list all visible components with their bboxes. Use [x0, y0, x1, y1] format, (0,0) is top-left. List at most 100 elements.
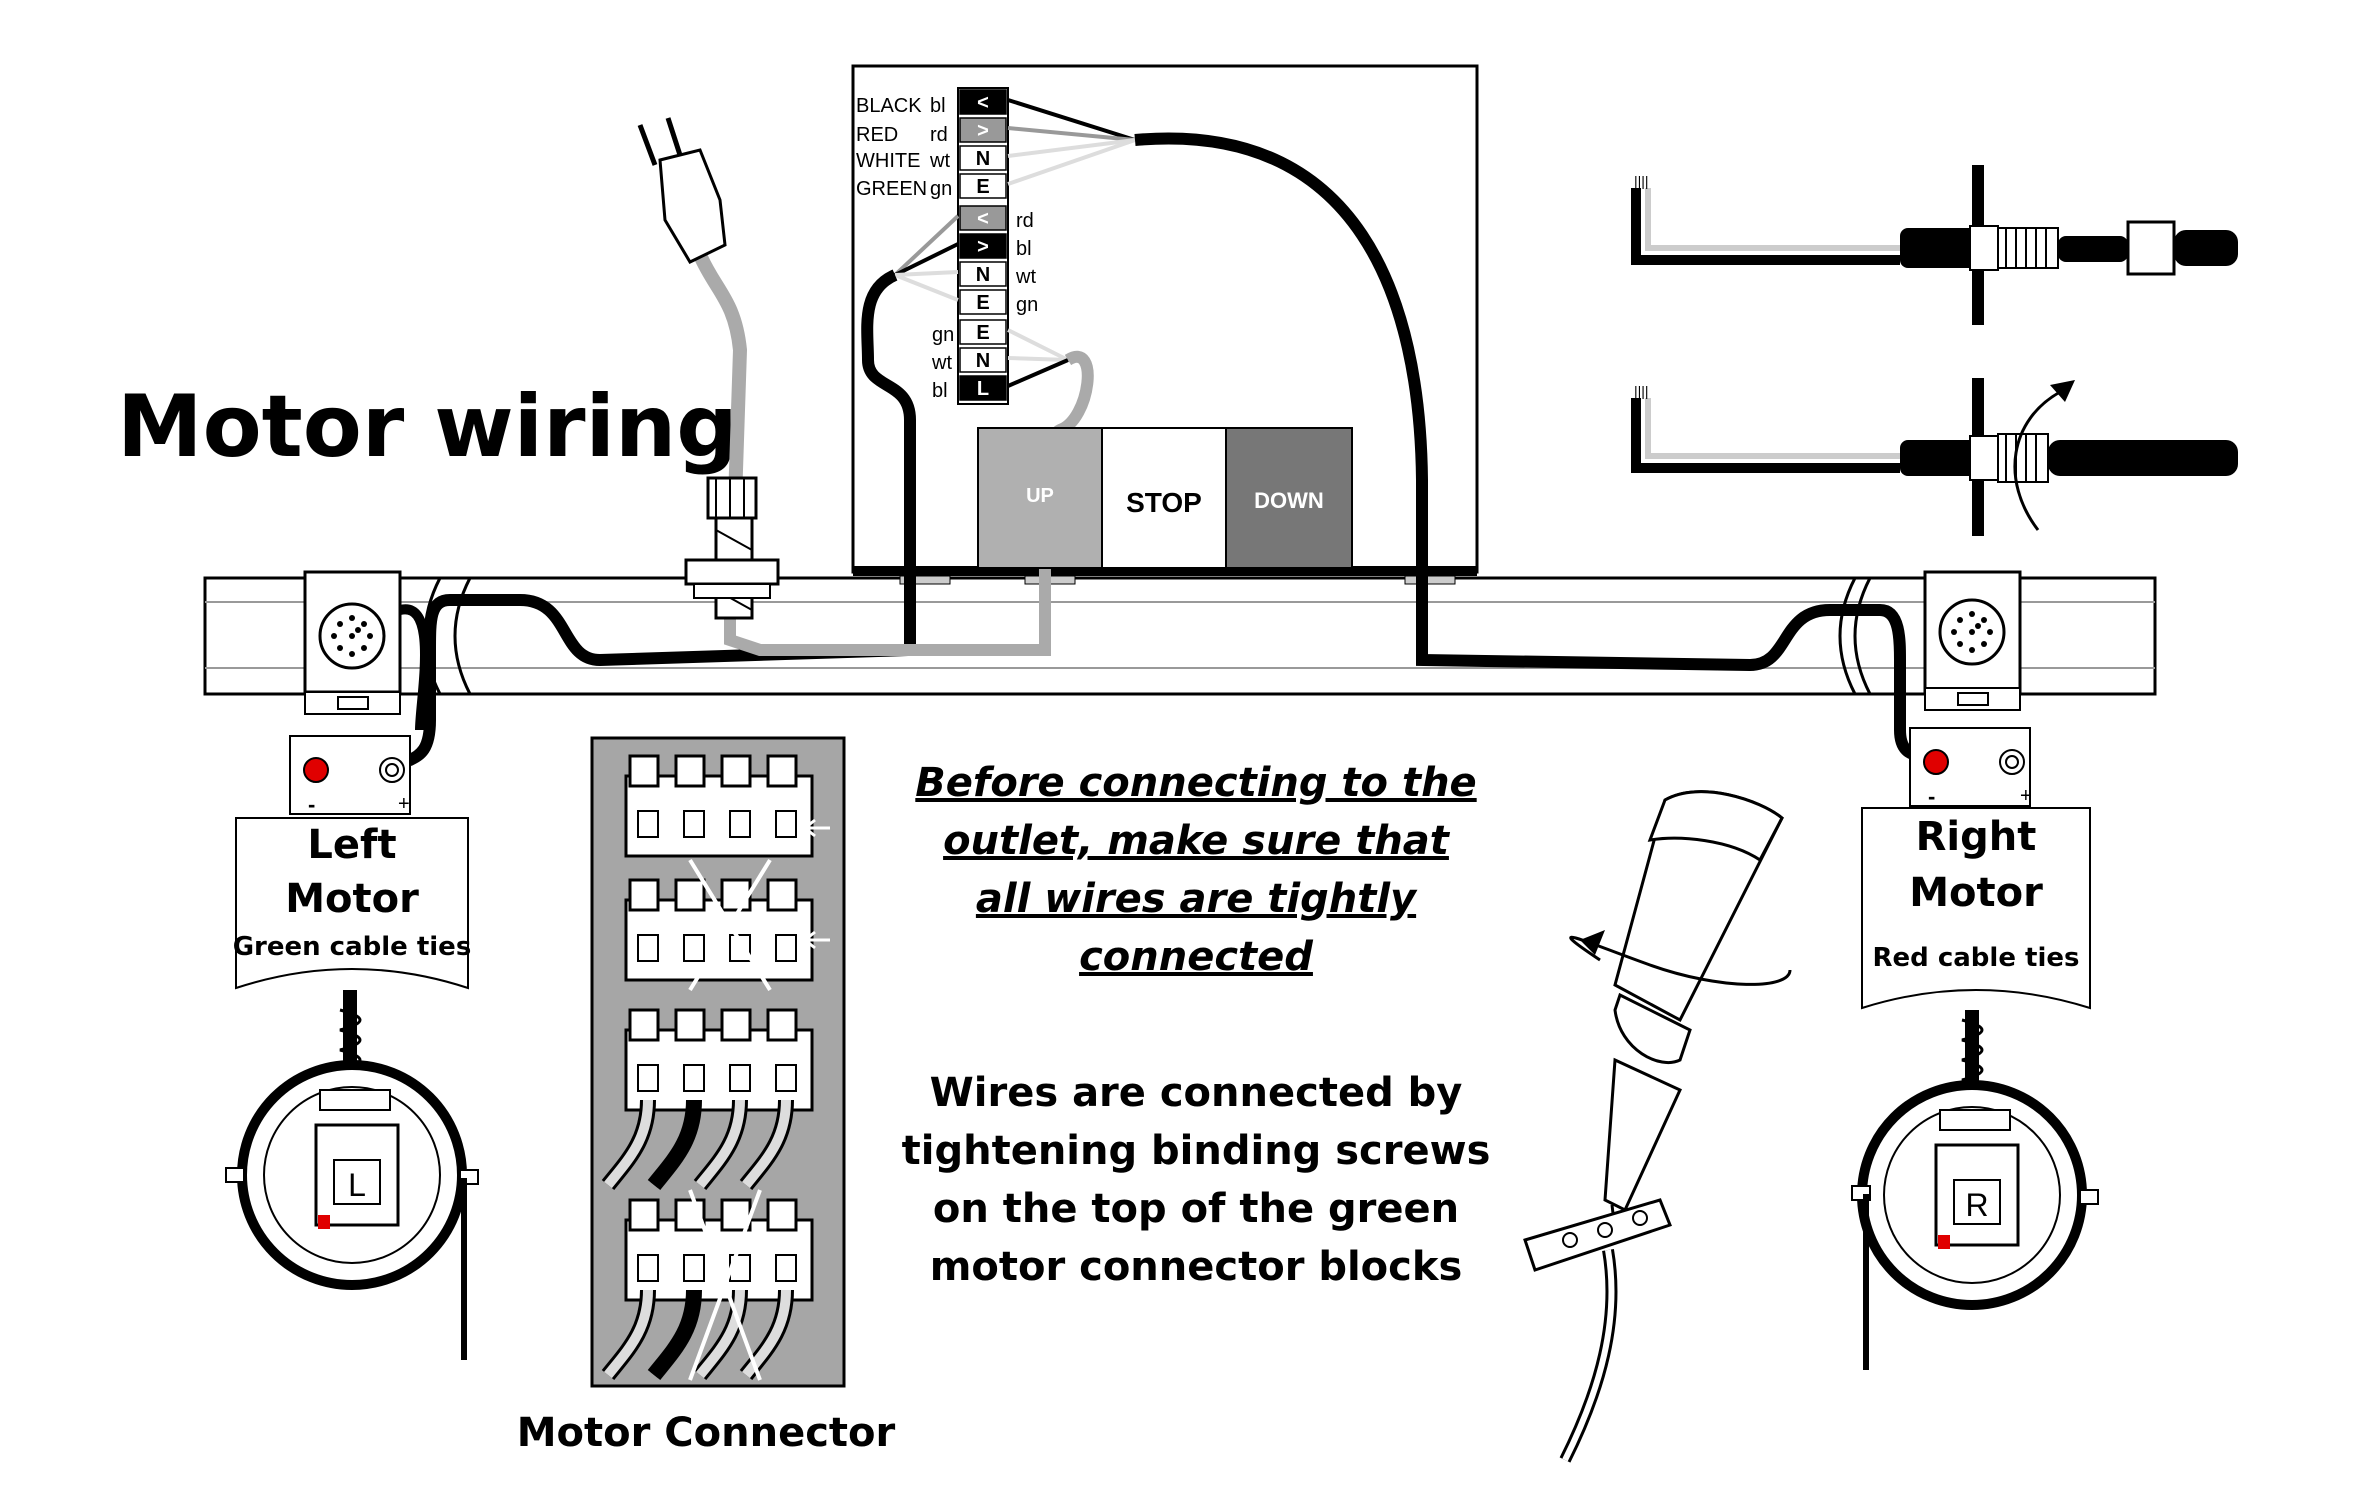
button-panel: UP STOP DOWN [977, 427, 1353, 569]
connector-block-3 [601, 1198, 814, 1380]
terminal-label-8: E [976, 322, 989, 344]
down-button[interactable] [1225, 427, 1353, 569]
left-minus-indicator [303, 757, 329, 783]
terminal-label-7: E [976, 292, 989, 314]
pin-dot [1951, 629, 1957, 635]
pin-dot [367, 633, 373, 639]
right-motor-end-view: R [1851, 1010, 2099, 1370]
power-plug [637, 117, 780, 620]
left-motor-ties: Green cable ties [233, 932, 472, 962]
left-motor-line1: Left [307, 822, 396, 868]
right-plus-label: + [2020, 785, 2032, 807]
terminal-label-5: > [977, 236, 989, 258]
terminal-10 [959, 375, 1007, 401]
gland-1-ticks: |||| [1634, 173, 1649, 189]
pin-dot [337, 621, 343, 627]
page-title: Motor wiring [117, 377, 738, 477]
right-minus-indicator [1923, 749, 1949, 775]
warning-line-1: Before connecting to the [915, 760, 1476, 806]
code-gn: gn [1016, 294, 1038, 316]
code-bl: bl [1016, 238, 1032, 260]
terminal-1 [959, 117, 1007, 143]
right-motor-badge: R [1965, 1187, 1988, 1223]
pin-dot [337, 645, 343, 651]
code-rd: rd [1016, 210, 1034, 232]
pin-dot [1969, 647, 1975, 653]
info-line-4: motor connector blocks [930, 1244, 1463, 1290]
code-gn-lower: gn [932, 324, 954, 346]
terminal-8 [959, 319, 1007, 345]
left-motor-end-view: L [225, 990, 479, 1360]
right-motor-head [1923, 570, 2022, 711]
pin-dot [1981, 641, 1987, 647]
insert-arrow-icon-2 [802, 930, 830, 950]
terminal-2 [959, 145, 1007, 171]
connector-block-0 [624, 754, 814, 858]
down-button-label: DOWN [1254, 488, 1324, 513]
terminal-label-0: < [977, 92, 989, 114]
terminal-label-10: L [977, 378, 989, 400]
terminal-label-2: N [976, 148, 990, 170]
stop-button-label: STOP [1126, 487, 1202, 518]
label-white-code: wt [929, 150, 950, 172]
left-motor-badge: L [348, 1167, 366, 1203]
pin-dot [1981, 617, 1987, 623]
pin-dot [361, 621, 367, 627]
left-motor-label-card: Left Motor Green cable ties [233, 817, 472, 990]
pin-dot [1975, 623, 1981, 629]
warning-line-2: outlet, make sure that [943, 818, 1451, 864]
info-line-1: Wires are connected by [930, 1070, 1463, 1116]
warning-line-4: connected [1079, 934, 1313, 980]
insert-arrow-icon [802, 818, 830, 838]
screwdriver-illustration [1523, 790, 1792, 1463]
left-minus-label: - [308, 792, 315, 817]
info-line-2: tightening binding screws [902, 1128, 1491, 1174]
warning-line-3: all wires are tightly [976, 876, 1418, 922]
terminal-label-4: < [977, 208, 989, 230]
terminal-3 [959, 173, 1007, 199]
right-limit-switch: - + [1909, 727, 2032, 809]
label-white: WHITE [856, 150, 920, 172]
connector-caption: Motor Connector [517, 1410, 896, 1456]
up-button[interactable] [977, 427, 1103, 569]
label-red-code: rd [930, 124, 948, 146]
tube-wires [404, 572, 1926, 766]
terminal-9 [959, 347, 1007, 373]
stop-button[interactable] [1101, 427, 1227, 569]
info-text: Wires are connected by tightening bindin… [902, 1070, 1491, 1290]
right-motor-line2: Motor [1909, 870, 2043, 916]
pin-dot [1969, 629, 1975, 635]
gland-2-ticks: |||| [1634, 383, 1649, 399]
pin-dot [1969, 611, 1975, 617]
rotate-arrow-icon [1569, 935, 1792, 986]
up-button-label: UP [1026, 485, 1054, 507]
left-motor-line2: Motor [285, 876, 419, 922]
wrong-cross-icon [688, 858, 772, 992]
terminal-label-3: E [976, 176, 989, 198]
label-black: BLACK [856, 95, 922, 117]
code-wt-lower: wt [931, 352, 952, 374]
terminal-left-labels: BLACK bl RED rd WHITE wt GREEN gn [856, 95, 952, 200]
terminal-7 [959, 289, 1007, 315]
label-black-code: bl [930, 95, 946, 117]
pin-dot [1957, 641, 1963, 647]
left-limit-switch: - + [289, 735, 411, 817]
right-minus-label: - [1928, 784, 1935, 809]
terminal-label-1: > [977, 120, 989, 142]
terminal-label-6: N [976, 264, 990, 286]
code-wt: wt [1015, 266, 1036, 288]
label-green-code: gn [930, 178, 952, 200]
left-motor-head [303, 570, 430, 731]
terminal-right-labels: rd bl wt gn gn wt bl [931, 210, 1038, 402]
right-motor-label-card: Right Motor Red cable ties [1861, 807, 2091, 1010]
label-red: RED [856, 124, 898, 146]
terminal-5 [959, 233, 1007, 259]
motor-connector-panel [590, 736, 846, 1388]
left-plus-label: + [398, 793, 410, 815]
rotate-arrow-icon-2 [2013, 390, 2061, 531]
terminal-6 [959, 261, 1007, 287]
cable-gland-1: |||| [1631, 165, 2238, 325]
wrong-cross-icon-2 [688, 1189, 762, 1381]
